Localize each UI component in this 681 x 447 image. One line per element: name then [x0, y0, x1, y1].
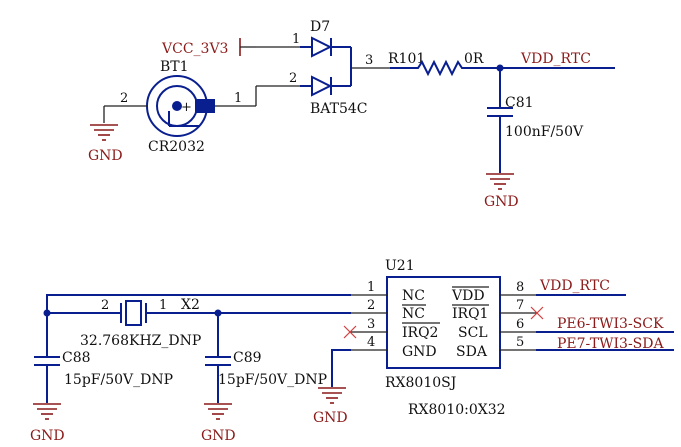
u21-ref: U21	[385, 258, 415, 274]
net-scl-label: PE6-TWI3-SCK	[557, 316, 664, 332]
crystal-nets	[43, 294, 351, 356]
u21-value: RX8010SJ	[385, 375, 456, 391]
gnd-label-c88: GND	[30, 428, 65, 444]
u21-pin-4-name: GND	[402, 344, 437, 360]
d7-pin1: 1	[292, 32, 300, 47]
u21-pin-5-name: SDA	[456, 344, 488, 360]
no-connect-pin3	[343, 325, 357, 339]
resistor-r101: R101 0R	[388, 51, 500, 77]
bt1-plus-sign: +	[181, 100, 192, 115]
gnd-label-bt1: GND	[88, 148, 123, 164]
no-connect-pin7	[530, 306, 544, 320]
u21-pin-5-num: 5	[516, 335, 524, 350]
bt1-pin-minus: 2	[120, 91, 128, 106]
u21-pin-3-num: 3	[367, 317, 375, 332]
vcc-3v3-power-port: VCC_3V3	[161, 38, 256, 57]
vdd-rtc-label-top: VDD_RTC	[520, 51, 591, 67]
gnd-label-c89: GND	[201, 428, 236, 444]
d7-value: BAT54C	[310, 101, 368, 117]
x2-value: 32.768KHZ_DNP	[80, 333, 201, 349]
x2-pin2: 2	[101, 298, 109, 313]
c88-value: 15pF/50V_DNP	[64, 372, 173, 388]
u21-pin-4-num: 4	[367, 335, 375, 350]
u21-gnd-wire: GND	[313, 349, 351, 426]
gnd-label-c81: GND	[484, 194, 519, 210]
net-sda-label: PE7-TWI3-SDA	[557, 336, 664, 352]
u21-pin-1-name: NC	[402, 288, 425, 304]
net-vdd-rtc-bottom: VDD_RTC	[536, 278, 626, 296]
u21-pin-7-num: 7	[516, 298, 524, 313]
u21-pin-7-name: IRQ1	[452, 306, 488, 322]
battery-bt1: BT1 CR2032 + 1 2	[103, 59, 257, 155]
c89-ref: C89	[233, 350, 262, 366]
ic-u21: U21 RX8010SJ 1 2 3 4 NC NC IRQ2 GND 8 7 …	[350, 258, 537, 391]
gnd-symbol-c81: GND	[484, 173, 519, 210]
d7-ref: D7	[310, 19, 330, 35]
capacitor-c88: C88 15pF/50V_DNP GND	[30, 350, 173, 444]
vcc-3v3-label: VCC_3V3	[161, 41, 228, 57]
u21-pin-6-num: 6	[516, 317, 524, 332]
d7-pin3: 3	[365, 53, 373, 68]
c89-value: 15pF/50V_DNP	[218, 372, 327, 388]
crystal-x2: X2 32.768KHZ_DNP 2 1	[80, 297, 201, 349]
x2-pin1: 1	[159, 298, 167, 313]
gnd-symbol-bt1: GND	[88, 124, 123, 164]
u21-pin-2-num: 2	[367, 298, 375, 313]
c81-value: 100nF/50V	[505, 124, 584, 140]
bt1-pin-plus: 1	[234, 91, 242, 106]
bt1-ref: BT1	[160, 59, 189, 75]
bt1-value: CR2032	[148, 139, 205, 155]
net-scl: PE6-TWI3-SCK	[536, 316, 674, 333]
x2-ref: X2	[181, 297, 200, 313]
vdd-rtc-net-top: VDD_RTC	[496, 51, 615, 72]
u21-pin-3-name: IRQ2	[402, 325, 438, 341]
capacitor-c81: C81 100nF/50V	[487, 67, 584, 173]
vdd-rtc-label-bottom: VDD_RTC	[539, 278, 610, 294]
u21-pin-6-name: SCL	[458, 325, 488, 341]
c81-ref: C81	[505, 95, 534, 111]
gnd-label-u21: GND	[313, 410, 348, 426]
r101-ref: R101	[388, 51, 425, 67]
net-sda: PE7-TWI3-SDA	[536, 336, 674, 352]
diode-d7: D7 BAT54C 1 2 3	[256, 19, 390, 117]
i2c-address-note: RX8010:0X32	[408, 402, 506, 418]
c88-ref: C88	[62, 350, 91, 366]
u21-pin-1-num: 1	[367, 280, 375, 295]
u21-pin-8-num: 8	[516, 280, 524, 295]
r101-value: 0R	[464, 51, 484, 67]
u21-pin-2-name: NC	[402, 306, 425, 322]
capacitor-c89: C89 15pF/50V_DNP GND	[201, 350, 327, 444]
d7-pin2: 2	[289, 71, 297, 86]
u21-pin-8-name: VDD	[451, 288, 485, 304]
